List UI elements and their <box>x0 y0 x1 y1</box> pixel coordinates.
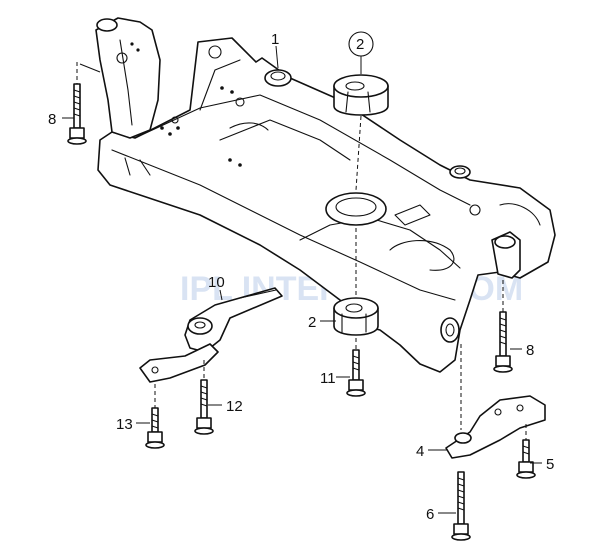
callout-8-left: 8 <box>48 111 56 128</box>
mount-bush-top <box>333 74 389 116</box>
right-mount-bracket <box>491 231 521 279</box>
lower-bracket-right <box>445 395 546 459</box>
callout-11: 11 <box>320 370 336 387</box>
callout-1: 1 <box>271 31 279 48</box>
bolt-8-left <box>67 83 87 145</box>
mount-bush-lower <box>333 297 379 336</box>
callout-6: 6 <box>426 506 434 523</box>
callout-8-right: 8 <box>526 342 534 359</box>
callout-2-top: 2 <box>356 36 364 53</box>
callout-10: 10 <box>208 274 225 291</box>
subframe-bush-rear-right <box>449 165 471 179</box>
callout-5: 5 <box>546 456 554 473</box>
subframe-bearing-seat <box>325 192 387 226</box>
leader-lines <box>62 45 542 514</box>
bolt-5 <box>516 439 536 479</box>
callout-4: 4 <box>416 443 424 460</box>
torque-rod <box>184 287 283 353</box>
front-lower-boss <box>440 317 460 343</box>
callout-13: 13 <box>116 416 133 433</box>
left-mount-bracket <box>95 17 161 139</box>
callout-2-mid: 2 <box>308 314 316 331</box>
callout-2-top-circle <box>348 31 374 57</box>
callout-labels: 1 2 8 8 10 2 11 12 13 4 5 6 <box>48 31 554 523</box>
bolt-12 <box>194 379 214 435</box>
bolt-8-right <box>493 311 513 373</box>
assembly-lines <box>76 62 527 440</box>
bolt-11 <box>346 349 366 397</box>
lower-bracket-left <box>139 343 219 383</box>
bolt-13 <box>145 407 165 449</box>
bolt-6 <box>451 471 471 541</box>
callout-12: 12 <box>226 398 243 415</box>
subframe-bush-1 <box>264 69 292 87</box>
